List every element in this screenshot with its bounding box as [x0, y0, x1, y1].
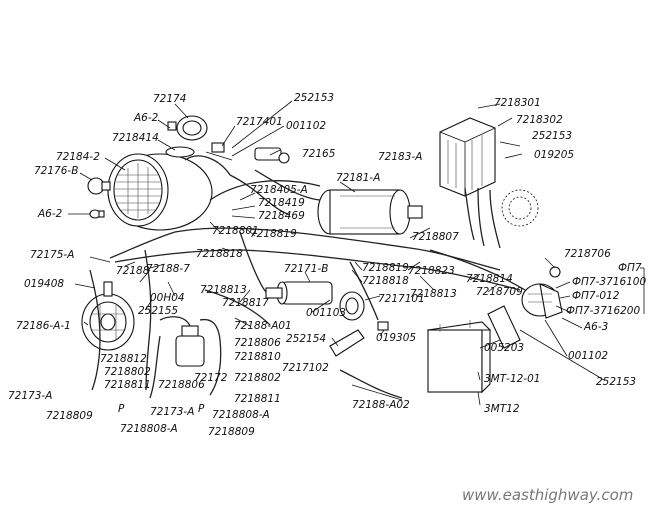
- label-7218806a: 7218806: [234, 337, 281, 349]
- leader-lines: [68, 100, 645, 406]
- label-7218811a: 7218811: [104, 379, 151, 391]
- tail-lamp-bulb: [549, 266, 561, 278]
- label-7218414: 7218414: [112, 132, 159, 144]
- label-72172: 72172: [194, 372, 228, 384]
- light-switch: [205, 142, 233, 161]
- label-3mt12: 3МТ12: [484, 403, 520, 415]
- label-7218802a: 7218802: [104, 366, 151, 378]
- label-p-right: Р: [198, 403, 205, 415]
- battery-plate: [487, 305, 521, 349]
- label-72174: 72174: [153, 93, 186, 105]
- wiring-harness: [89, 169, 526, 399]
- label-7218809-left: 7218809: [46, 410, 93, 422]
- label-7217101: 7217101: [378, 293, 425, 305]
- label-7218817: 7218817: [222, 297, 269, 309]
- label-7218706: 7218706: [564, 248, 611, 260]
- stop-switch: [175, 325, 205, 367]
- parking-bulb: [89, 209, 105, 219]
- label-p-left: Р: [118, 403, 125, 415]
- label-7218823: 7218823: [408, 265, 455, 277]
- label-7218813b: 7218813: [410, 288, 457, 300]
- label-7218301: 7218301: [494, 97, 541, 109]
- label-001103: 001103: [306, 307, 346, 319]
- part-number-labels: 72174 252153 А6-2 7217401 001102 7218414…: [8, 92, 646, 438]
- label-72171-b: 72171-В: [284, 263, 328, 275]
- label-019305: 019305: [376, 332, 416, 344]
- generator: [317, 189, 423, 235]
- label-7218812: 7218812: [100, 353, 147, 365]
- label-72188-a02: 72188-А02: [352, 399, 410, 411]
- label-a6-3: А6-3: [583, 321, 608, 333]
- label-a6-2-left: А6-2: [37, 208, 63, 220]
- label-252154: 252154: [286, 333, 326, 345]
- label-72181-a: 72181-А: [336, 172, 380, 184]
- headlight-bulb: [87, 177, 111, 195]
- label-72183-a: 72183-А: [378, 151, 422, 163]
- label-fp7-012: ФП7-012: [572, 290, 620, 302]
- label-019408: 019408: [24, 278, 64, 290]
- label-72176-b: 72176-В: [34, 165, 78, 177]
- label-72173-a-mid: 72173-А: [150, 406, 194, 418]
- headlight-assembly: [107, 153, 231, 231]
- tail-light: [521, 283, 563, 319]
- label-252155: 252155: [138, 305, 178, 317]
- coil-clamp: [339, 291, 365, 321]
- bolt: [377, 321, 389, 331]
- label-019205: 019205: [534, 149, 574, 161]
- label-7218807: 7218807: [412, 231, 459, 243]
- label-252153-right: 252153: [532, 130, 572, 142]
- label-7218811b: 7218811: [234, 393, 281, 405]
- watermark-text: www.easthighway.com: [462, 486, 633, 504]
- label-7218818: 7218818: [196, 248, 243, 260]
- label-fp7: ФП7: [618, 262, 642, 274]
- ignition-coil: [265, 281, 333, 305]
- label-7218801: 7218801: [212, 225, 259, 237]
- label-7218419: 7218419: [258, 197, 305, 209]
- label-7218810: 7218810: [234, 351, 281, 363]
- speedometer: [165, 115, 208, 158]
- label-7218405-a: 7218405-А: [250, 184, 308, 196]
- label-7218808-a-left: 7218808-А: [120, 423, 178, 435]
- label-00h04: 00Н04: [150, 292, 185, 304]
- label-7218709: 7218709: [476, 286, 523, 298]
- label-72165: 72165: [302, 148, 336, 160]
- label-001102-right: 001102: [568, 350, 608, 362]
- label-fp7-3716100: ФП7-3716100: [572, 276, 646, 288]
- label-7218809-right: 7218809: [208, 426, 255, 438]
- coil-bracket: [329, 329, 365, 357]
- label-7218819: 7218819: [250, 228, 297, 240]
- label-7218469: 7218469: [258, 210, 305, 222]
- label-3mt12-01: 3МТ-12-01: [484, 373, 540, 385]
- label-252153-bottom: 252153: [596, 376, 636, 388]
- label-7218814: 7218814: [466, 273, 513, 285]
- label-fp7-3716200: ФП7-3716200: [566, 305, 640, 317]
- relay-regulator: [439, 103, 523, 197]
- label-7218808-a-right: 7218808-А: [212, 409, 270, 421]
- label-7218813a: 7218813: [200, 284, 247, 296]
- label-252153-top: 252153: [294, 92, 334, 104]
- battery: [426, 320, 492, 394]
- horn: [81, 281, 135, 351]
- label-7218818b: 7218818: [362, 275, 409, 287]
- label-7218806b: 7218806: [158, 379, 205, 391]
- label-72188: 72188: [116, 265, 150, 277]
- label-72188-7: 72188-7: [146, 263, 190, 275]
- label-a6-2-top: А6-2: [133, 112, 159, 124]
- label-7218302: 7218302: [516, 114, 563, 126]
- label-72186-a-1: 72186-А-1: [16, 320, 71, 332]
- handlebar-switch: [254, 147, 290, 164]
- label-001102-top: 001102: [286, 120, 326, 132]
- wire-coil: [501, 189, 539, 227]
- label-72188-a01: 72188-А01: [234, 320, 292, 332]
- label-7217102: 7217102: [282, 362, 329, 374]
- label-72173-a-left: 72173-А: [8, 390, 52, 402]
- label-7217401: 7217401: [236, 116, 283, 128]
- label-7218802b: 7218802: [234, 372, 281, 384]
- label-72184-2: 72184-2: [56, 151, 100, 163]
- label-005203: 005203: [484, 342, 524, 354]
- label-72175-a: 72175-А: [30, 249, 74, 261]
- label-7218819b: 7218819: [362, 262, 409, 274]
